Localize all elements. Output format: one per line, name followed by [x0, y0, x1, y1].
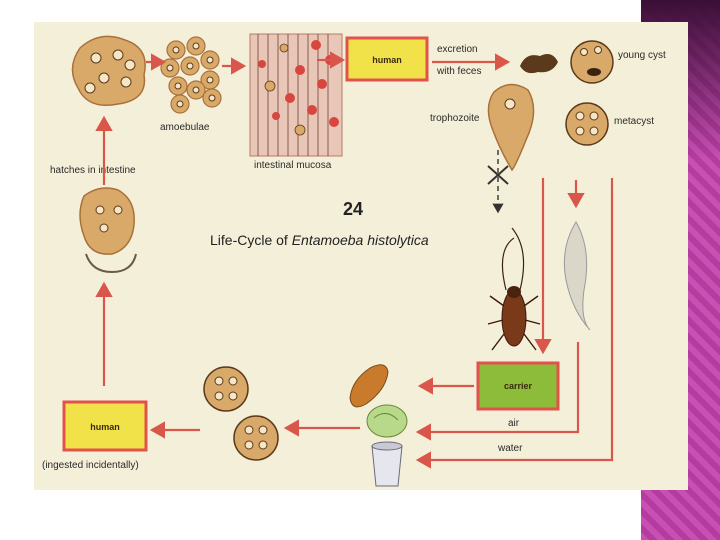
figure-title-species: Entamoeba histolytica	[292, 232, 429, 248]
carrier-box: carrier	[476, 361, 560, 411]
cyst-icon-upper	[203, 366, 249, 412]
label-trophozoite: trophozoite	[430, 113, 480, 124]
cockroach-icon	[487, 227, 541, 351]
hatching-cyst-icon	[79, 187, 137, 274]
amoebulae-cluster-icon	[160, 36, 222, 114]
human-box-bottom: human	[62, 400, 148, 452]
label-young-cyst: young cyst	[618, 50, 666, 61]
feces-icon	[520, 54, 558, 74]
human-box-top-label: human	[372, 55, 402, 65]
water-cup-icon	[371, 441, 403, 487]
figure-title-prefix: Life-Cycle of	[210, 232, 292, 248]
label-excretion: excretion	[437, 44, 478, 55]
cyst-icon-lower	[233, 415, 279, 461]
label-water: water	[497, 443, 523, 454]
trophozoite-icon	[487, 83, 535, 172]
label-amoebulae: amoebulae	[160, 122, 210, 133]
label-hatches-in-intestine: hatches in intestine	[50, 165, 136, 176]
figure-title: Life-Cycle of Entamoeba histolytica	[210, 232, 429, 248]
flow-arrows	[95, 51, 614, 469]
label-air: air	[508, 418, 520, 429]
blocked-path-icon	[487, 150, 509, 214]
figure-number: 24	[343, 199, 363, 219]
label-with-feces: with feces	[436, 66, 481, 77]
bread-icon	[349, 364, 389, 408]
intestinal-mucosa-icon	[249, 33, 343, 157]
carrier-box-label: carrier	[504, 381, 533, 391]
human-box-bottom-label: human	[90, 422, 120, 432]
human-box-top: human	[345, 36, 429, 82]
fly-icon	[563, 221, 591, 331]
label-ingested-incidentally: (ingested incidentally)	[42, 460, 139, 471]
young-cyst-icon	[570, 40, 614, 84]
multinucleate-amoeba-icon	[71, 35, 146, 106]
label-intestinal-mucosa: intestinal mucosa	[254, 160, 332, 171]
metacyst-icon	[565, 102, 609, 146]
label-metacyst: metacyst	[614, 116, 654, 127]
lettuce-icon	[366, 404, 408, 438]
